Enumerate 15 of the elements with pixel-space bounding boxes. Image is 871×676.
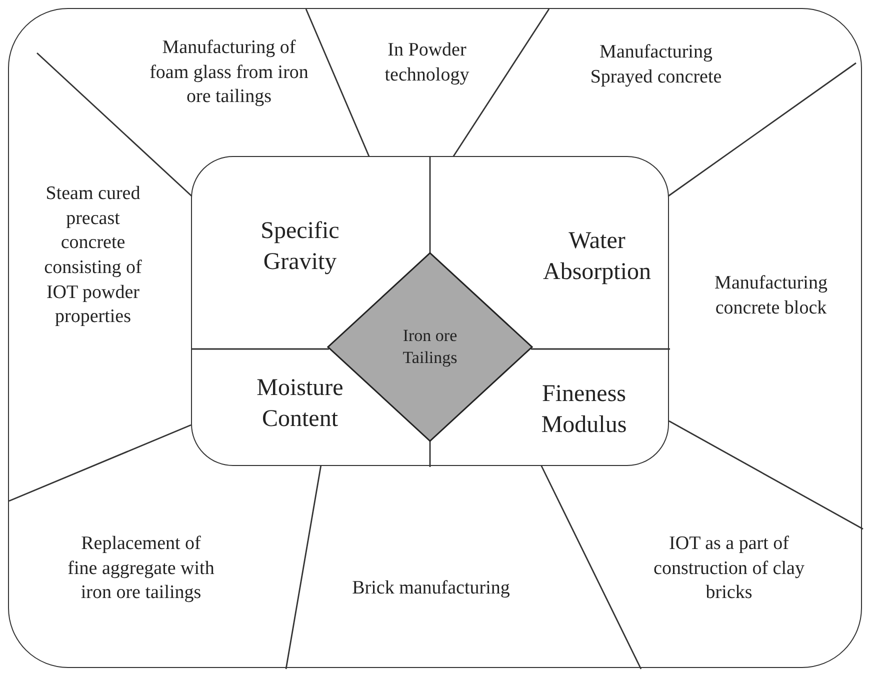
application-label: Manufacturing Sprayed concrete bbox=[576, 40, 736, 90]
center-label: Iron ore Tailings bbox=[402, 324, 458, 369]
application-label: IOT as a part of construction of clay bricks bbox=[634, 532, 824, 606]
inner-frame bbox=[191, 156, 669, 466]
property-label: Specific Gravity bbox=[230, 216, 370, 278]
property-label: Moisture Content bbox=[230, 372, 370, 436]
property-label: Fineness Modulus bbox=[509, 378, 659, 442]
application-label: Steam cured precast concrete consisting of IOT powder properties bbox=[33, 182, 153, 330]
outer-frame bbox=[8, 8, 862, 668]
application-label: Brick manufacturing bbox=[351, 576, 511, 602]
application-label: Manufacturing of foam glass from iron ore tailings bbox=[149, 36, 309, 110]
application-label: In Powder technology bbox=[347, 38, 507, 88]
application-label: Manufacturing concrete block bbox=[686, 271, 856, 321]
application-label: Replacement of fine aggregate with iron ore tailings bbox=[66, 532, 216, 606]
property-label: Water Absorption bbox=[522, 226, 672, 288]
